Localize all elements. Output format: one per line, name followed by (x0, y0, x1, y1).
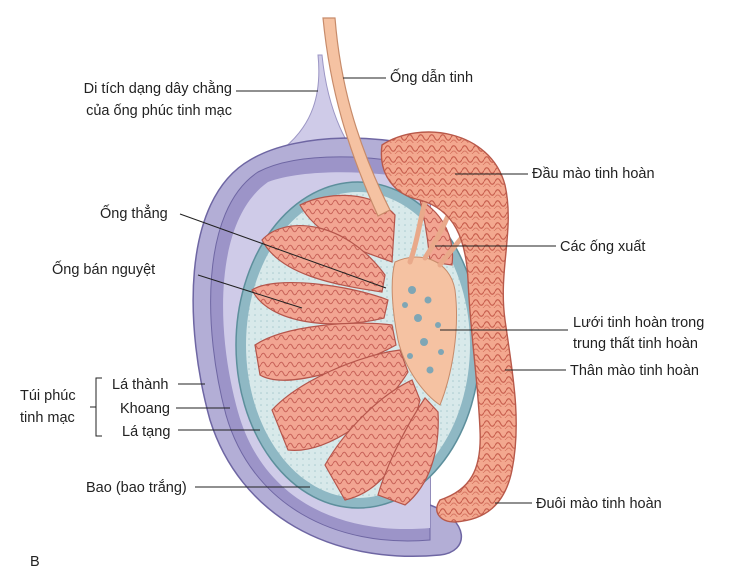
label-epididymis-body: Thân mào tinh hoàn (570, 363, 699, 379)
label-cavity: Khoang (120, 401, 170, 417)
label-remnant-line2: của ống phúc tinh mạc (86, 103, 232, 119)
label-tunica-vaginalis-line1: Túi phúc (20, 388, 76, 404)
label-tunica-albuginea: Bao (bao trắng) (86, 479, 187, 496)
label-straight-tubule: Ống thẳng (100, 204, 168, 222)
label-tunica-vaginalis-line2: tinh mạc (20, 410, 75, 426)
label-epididymis-head: Đầu mào tinh hoàn (532, 166, 655, 182)
label-efferent-ducts: Các ống xuất (560, 239, 645, 255)
leader-lines (90, 77, 568, 504)
epididymis (380, 131, 517, 523)
label-remnant-line1: Di tích dạng dây chằng (84, 80, 232, 97)
seminiferous-lobules (251, 194, 454, 506)
label-epididymis-tail: Đuôi mào tinh hoàn (536, 496, 662, 512)
figure-letter: B (30, 554, 40, 570)
label-visceral-layer: Lá tạng (122, 424, 170, 440)
rete-channels (402, 286, 444, 374)
label-seminiferous-tubule: Ống bán nguyệt (52, 260, 155, 278)
ductus-deferens (322, 17, 391, 217)
label-ductus-deferens: Ống dẫn tinh (390, 68, 473, 86)
label-rete-line2: trung thất tinh hoàn (573, 336, 698, 352)
label-parietal-layer: Lá thành (112, 377, 168, 393)
rete-testis (391, 256, 457, 406)
label-rete-line1: Lưới tinh hoàn trong (573, 315, 704, 331)
